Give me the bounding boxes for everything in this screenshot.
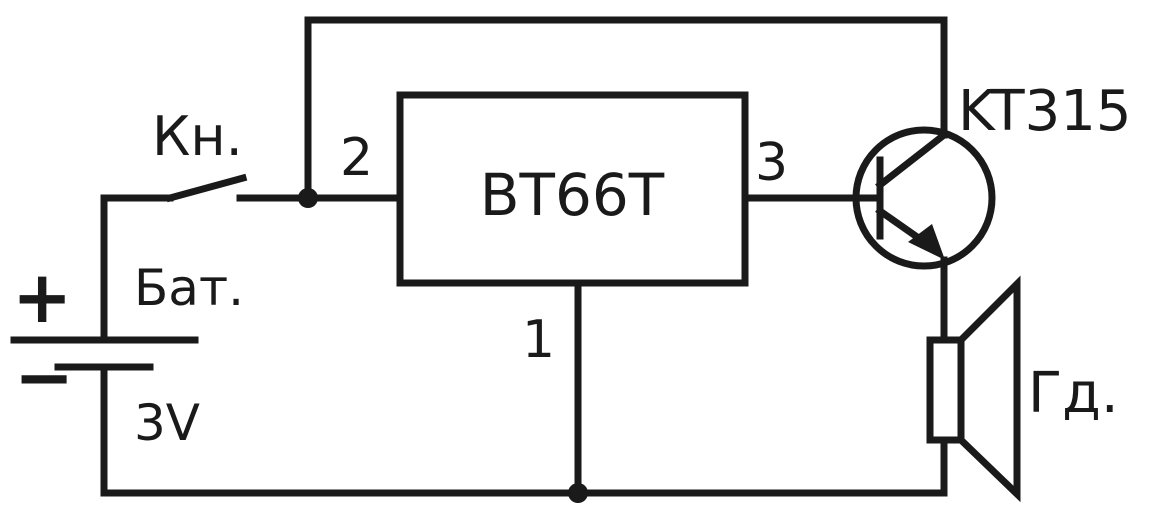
battery-minus-sign: −: [14, 335, 74, 419]
ic-pin-1-label: 1: [522, 310, 555, 370]
ic-label: BT66T: [480, 161, 665, 229]
switch-symbol: [165, 173, 248, 203]
transistor-label: KT315: [958, 79, 1131, 144]
wire-top-loop: [304, 16, 948, 202]
wires: [100, 16, 948, 497]
emitter-arrow-icon: [908, 224, 945, 260]
junction-dot-bottom: [568, 483, 588, 503]
speaker-symbol: [926, 275, 1021, 503]
wire-battery-plus-to-switch: [100, 194, 174, 344]
battery-symbol: [10, 336, 199, 371]
ic-body: [396, 91, 749, 287]
battery-label: Бат.: [134, 259, 244, 317]
junction-dot-top: [298, 188, 318, 208]
speaker-label: Гд.: [1028, 361, 1119, 426]
battery-plus-sign: +: [12, 255, 72, 339]
ic-pin-2-label: 2: [340, 128, 373, 188]
ic-pin-3-label: 3: [755, 133, 788, 193]
switch-label: Кн.: [152, 105, 243, 168]
wire-battery-minus-to-ground: [100, 363, 948, 497]
battery-voltage-label: 3V: [134, 394, 200, 452]
transistor-symbol: [852, 126, 996, 270]
